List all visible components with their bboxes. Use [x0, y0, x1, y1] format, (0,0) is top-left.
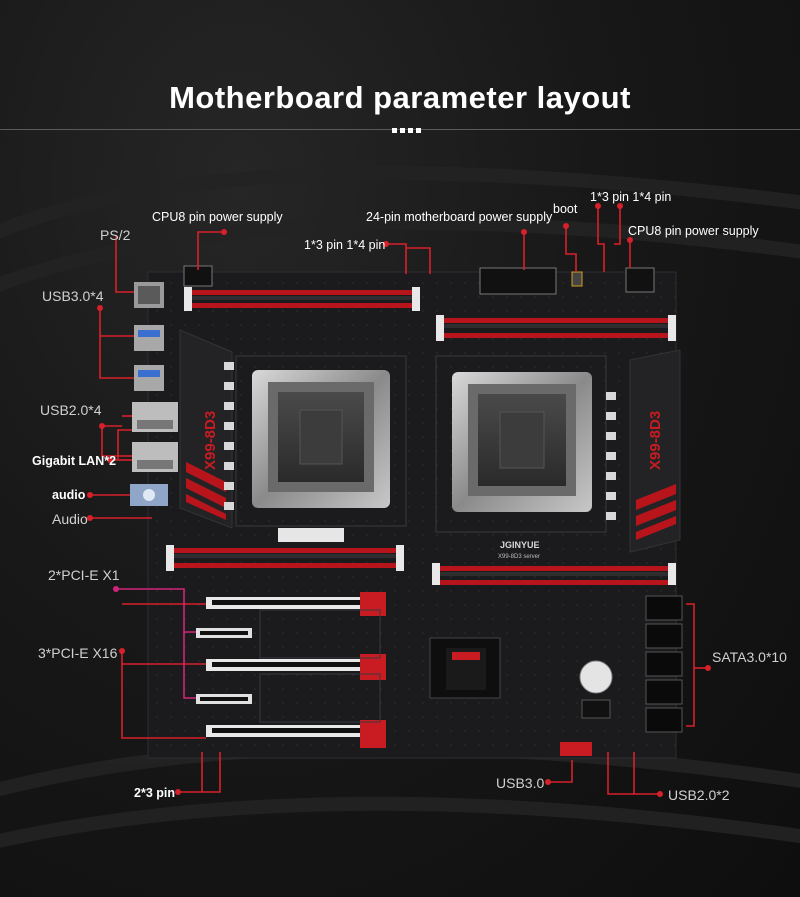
capacitors — [224, 362, 616, 520]
label-usb30x4: USB3.0*4 — [42, 288, 104, 304]
label-gigabit-lan: Gigabit LAN*2 — [32, 454, 117, 468]
label-24pin: 24-pin motherboard power supply — [366, 210, 553, 224]
cpu-socket-right — [435, 355, 607, 533]
page-title: Motherboard parameter layout — [169, 80, 631, 115]
label-cpu8-right: CPU8 pin power supply — [628, 224, 759, 238]
rear-io-ports — [130, 282, 178, 506]
label-ps2: PS/2 — [100, 227, 131, 243]
serial-sticker — [278, 528, 344, 542]
label-1x3-1x4-mid: 1*3 pin 1*4 pin — [304, 238, 386, 252]
label-usb30: USB3.0 — [496, 775, 545, 791]
pcie-slots — [196, 592, 386, 748]
label-usb20x4: USB2.0*4 — [40, 402, 102, 418]
label-usb20x2: USB2.0*2 — [668, 787, 730, 803]
label-sata: SATA3.0*10 — [712, 649, 787, 665]
label-audio-jack: audio — [52, 488, 86, 502]
dimm-slots — [166, 287, 676, 585]
chipset-area — [429, 637, 613, 756]
label-2x3-pin: 2*3 pin — [134, 786, 175, 800]
label-1x3-1x4-top: 1*3 pin 1*4 pin — [590, 190, 672, 204]
sata-ports — [645, 595, 683, 733]
board-brand-subtitle: X99-8D3 server — [498, 554, 540, 560]
callout-pcie-x1 — [116, 588, 196, 699]
board-model-left: X99-8D3 — [202, 411, 219, 470]
cpu-socket-left — [235, 355, 407, 527]
title-divider-dots — [392, 128, 422, 133]
label-cpu8-left: CPU8 pin power supply — [152, 210, 283, 224]
callout-dots — [87, 203, 711, 797]
callout-lines — [90, 206, 708, 795]
label-boot: boot — [553, 202, 578, 216]
label-pcie-x16: 3*PCI-E X16 — [38, 645, 118, 661]
label-audio-header: Audio — [52, 511, 88, 527]
board-model-right: X99-8D3 — [647, 411, 664, 470]
vrm-heatsinks — [179, 329, 681, 553]
label-pcie-x1: 2*PCI-E X1 — [48, 567, 120, 583]
power-connectors — [183, 265, 655, 295]
board-brand: JGINYUE — [500, 540, 540, 550]
